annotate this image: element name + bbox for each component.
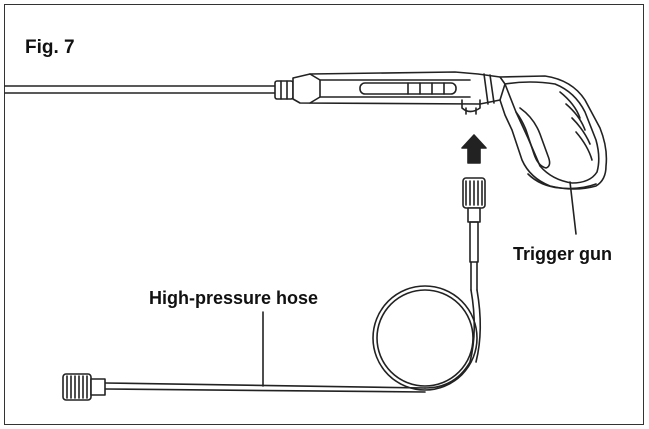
high-pressure-hose (104, 261, 482, 393)
figure-label: Fig. 7 (25, 37, 75, 58)
hose-connector-gun-end (462, 177, 486, 263)
label-trigger-gun: Trigger gun (513, 244, 612, 264)
figure-frame (4, 4, 644, 425)
up-arrow-icon (461, 134, 487, 164)
hose-connector-left-end (62, 373, 106, 401)
trigger-gun (292, 71, 608, 190)
leader-line-trigger-gun (569, 181, 577, 235)
label-high-pressure-hose: High-pressure hose (149, 288, 319, 308)
spray-lance (4, 80, 294, 100)
